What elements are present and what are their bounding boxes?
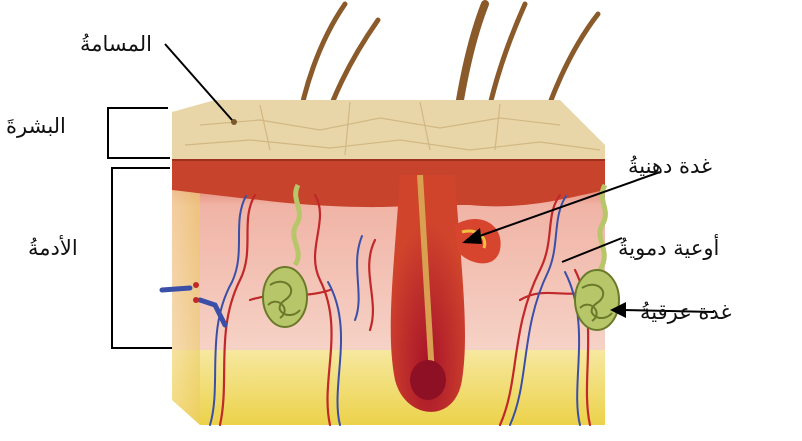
label-sweat-gland: غدة عرقيةُ bbox=[640, 302, 731, 323]
label-dermis: الأدمةُ bbox=[28, 238, 78, 259]
epidermis-bracket bbox=[108, 108, 170, 158]
hypodermis-layer bbox=[172, 350, 605, 425]
label-epidermis: البشرةَ bbox=[6, 116, 66, 137]
epidermis-surface bbox=[172, 100, 605, 160]
dermis-bracket bbox=[112, 168, 172, 348]
label-pore: المسامةُ bbox=[80, 34, 152, 55]
hair-follicle bbox=[391, 175, 465, 412]
label-blood-vessels: أوعية دمويةُ bbox=[618, 238, 719, 259]
label-sebaceous-gland: غدة دهنيةُ bbox=[628, 156, 712, 177]
